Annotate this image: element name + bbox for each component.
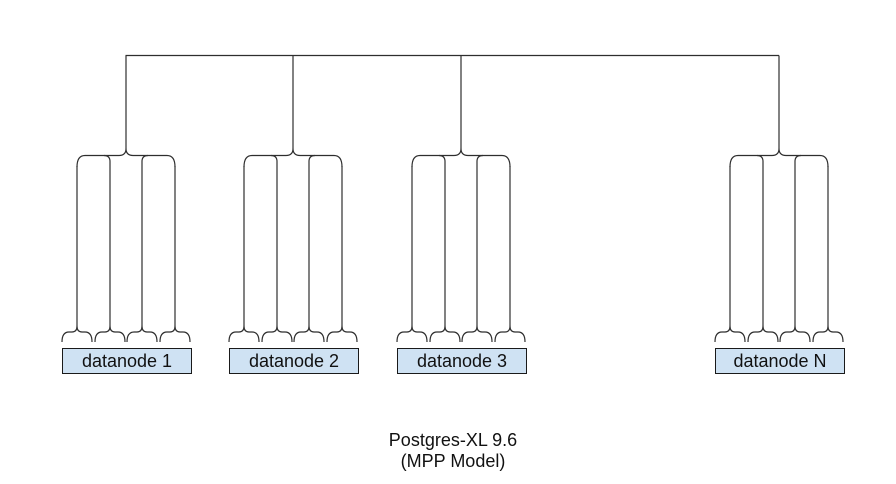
node-label: datanode 1 (81, 350, 173, 371)
node-label: datanode 3 (416, 350, 508, 371)
node-label: datanode 2 (248, 350, 340, 371)
diagram-caption: Postgres-XL 9.6 (MPP Model) (389, 430, 517, 472)
node-label: datanode N (733, 350, 827, 371)
node-datanode-3: datanode 3 (397, 348, 527, 374)
caption-line-1: Postgres-XL 9.6 (388, 430, 518, 450)
caption-line-2: (MPP Model) (400, 451, 506, 471)
node-datanode-2: datanode 2 (229, 348, 359, 374)
node-datanode-1: datanode 1 (62, 348, 192, 374)
node-datanode-n: datanode N (715, 348, 845, 374)
